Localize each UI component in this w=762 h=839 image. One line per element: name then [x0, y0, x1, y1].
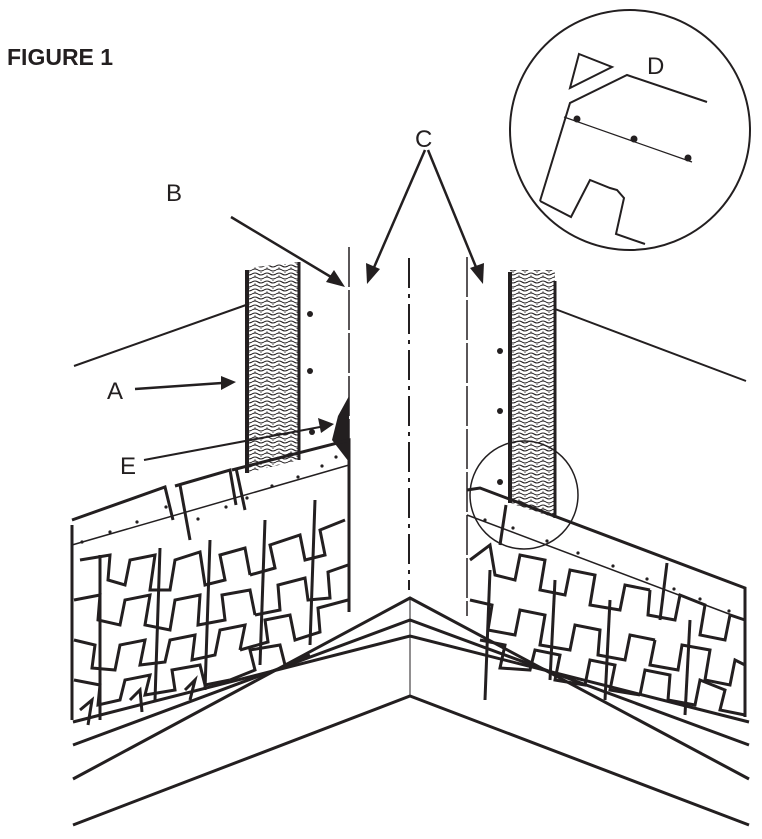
left-shingles — [70, 438, 351, 720]
detail-inset — [509, 9, 751, 251]
label-e: E — [120, 453, 136, 480]
label-b-arrow — [230, 215, 345, 287]
label-a: A — [107, 378, 123, 405]
label-c: C — [415, 126, 432, 153]
detail-shingle-edge — [539, 73, 708, 202]
detail-nail-line — [563, 116, 693, 163]
label-b: B — [166, 180, 182, 207]
label-d: D — [647, 53, 664, 80]
detail-inset-circle — [509, 9, 751, 251]
detail-nails — [573, 115, 692, 162]
right-nails — [497, 348, 503, 485]
left-nails — [307, 311, 315, 435]
label-a-arrow — [134, 376, 236, 391]
detail-shingle-tab — [539, 178, 646, 245]
left-insulation-board — [245, 262, 301, 473]
left-shingle-pattern — [73, 499, 349, 726]
right-insulation-board — [508, 270, 557, 518]
detail-triangle — [568, 52, 615, 90]
detail-callout-circle — [469, 440, 579, 550]
eave-line-4 — [72, 694, 750, 827]
label-e-arrow — [143, 418, 334, 461]
right-shingle-nails — [483, 518, 731, 613]
figure-title: FIGURE 1 — [7, 44, 114, 70]
cement-wedge — [332, 396, 349, 462]
right-roof-edge — [554, 308, 747, 382]
right-shingle-pattern — [469, 542, 746, 717]
eave-lines — [72, 596, 750, 827]
left-shingle-nails — [80, 455, 338, 544]
left-roof-edge — [73, 304, 247, 367]
label-c-arrows — [366, 149, 484, 284]
